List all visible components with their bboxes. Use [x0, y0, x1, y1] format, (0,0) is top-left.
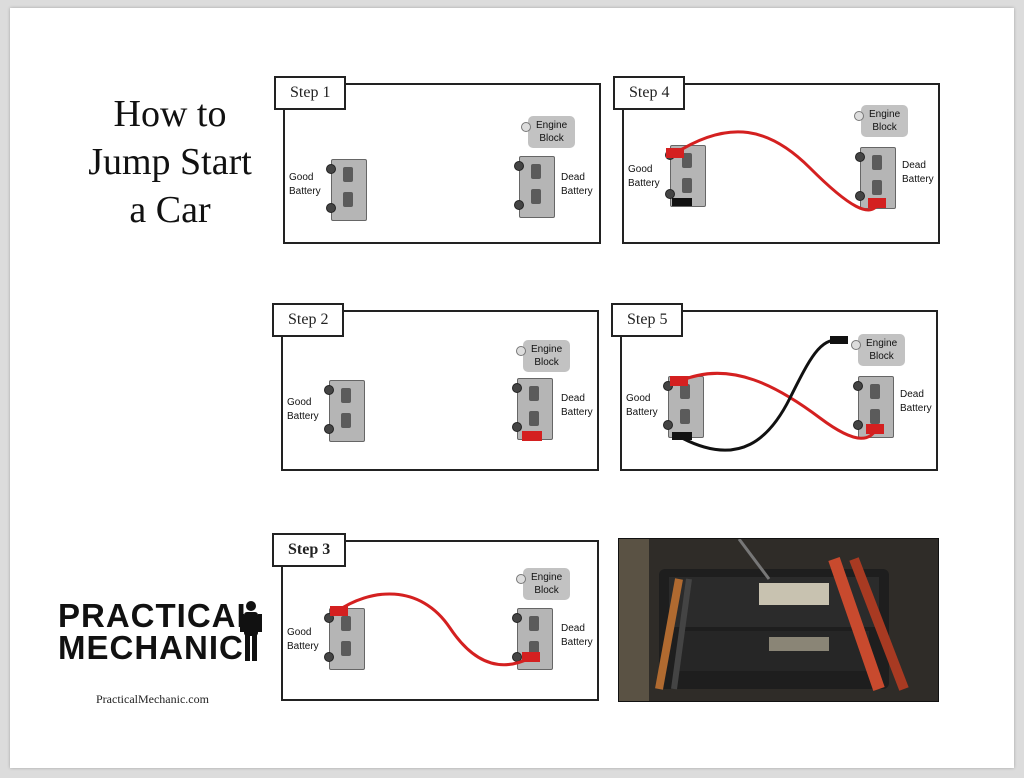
mechanic-silhouette-icon: [240, 601, 262, 661]
battery-photo-illustration: [619, 539, 938, 701]
good-battery: [324, 608, 365, 670]
good-battery: [324, 380, 365, 442]
brand-url[interactable]: PracticalMechanic.com: [96, 692, 209, 706]
step-2-label: Step 2: [272, 303, 345, 337]
page-title: How to Jump Start a Car: [88, 93, 252, 231]
good-battery: [665, 145, 706, 207]
good-battery: [663, 376, 704, 438]
dead-battery: [512, 378, 553, 440]
step-1-label: Step 1: [274, 76, 347, 110]
brand-logo: PRACTICAL MECHANIC: [58, 597, 258, 666]
dead-battery: [853, 376, 894, 438]
step-3-label: Step 3: [272, 533, 347, 567]
dead-battery: [512, 608, 553, 670]
battery-photo: [618, 538, 939, 702]
dead-battery: [855, 147, 896, 209]
step-4-label: Step 4: [613, 76, 686, 110]
good-battery: [326, 159, 367, 221]
dead-battery: [514, 156, 555, 218]
step-5-label: Step 5: [611, 303, 684, 337]
